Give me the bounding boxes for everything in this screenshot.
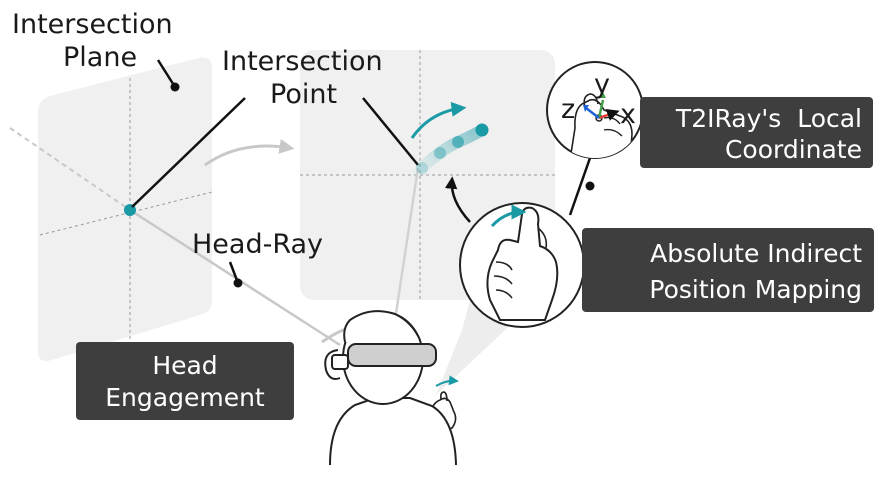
local-coordinate-line1: T2IRay's Local: [675, 104, 862, 133]
local-coordinate-line2: Coordinate: [725, 135, 862, 164]
leader-local-coordinate-dot: [585, 181, 595, 191]
head-engagement-line2: Engagement: [105, 383, 265, 412]
projection-cone: [436, 300, 520, 395]
leader-left-point: [131, 97, 246, 208]
axis-y-arrow: [597, 99, 605, 119]
cursor-trail-dot-2: [434, 147, 446, 159]
hand-axes-icon: x y z: [546, 61, 644, 159]
small-hand-arrow: [435, 375, 459, 387]
absolute-mapping-box: Absolute Indirect Position Mapping: [582, 228, 874, 312]
intersection-plane-label-line1: Intersection: [12, 9, 173, 40]
head-ray-to-cursor: [393, 167, 420, 321]
axis-z-label: z: [561, 94, 575, 125]
cursor-trail-dot-3: [452, 136, 464, 148]
cursor-trail-dot-1: [416, 162, 428, 174]
head-engagement-box: Head Engagement: [76, 342, 294, 420]
intersection-point-label-line2: Point: [270, 79, 337, 110]
leader-head-ray-dot: [233, 278, 243, 288]
head-ray-extension: [9, 127, 131, 211]
leader-intersection-plane-dot: [170, 82, 180, 92]
cursor-direction-arrow: [410, 101, 467, 139]
mapping-arrow: [444, 176, 471, 223]
leader-local-coordinate: [568, 157, 592, 216]
head-with-headset-icon: [324, 310, 457, 466]
head-ray-label: Head-Ray: [192, 229, 323, 260]
absolute-mapping-line1: Absolute Indirect: [650, 239, 862, 268]
axis-y-label: y: [594, 69, 610, 100]
cursor-current-dot: [475, 123, 489, 137]
thumbs-up-hand-icon: [459, 202, 585, 328]
plane-transition-arrow: [204, 138, 295, 167]
local-coordinate-box: T2IRay's Local Coordinate: [640, 97, 873, 168]
leader-right-point: [362, 97, 419, 166]
thumb-motion-arrow: [490, 204, 527, 228]
head-engagement-line1: Head: [152, 351, 217, 380]
absolute-mapping-line2: Position Mapping: [649, 275, 862, 304]
axis-x-label: x: [620, 99, 636, 130]
intersection-plane-label-line2: Plane: [63, 42, 137, 73]
intersection-point-label-line1: Intersection: [222, 46, 383, 77]
axis-z-arrow: [585, 107, 600, 119]
axis-x-arrow: [598, 109, 620, 121]
leader-intersection-plane: [156, 59, 177, 88]
